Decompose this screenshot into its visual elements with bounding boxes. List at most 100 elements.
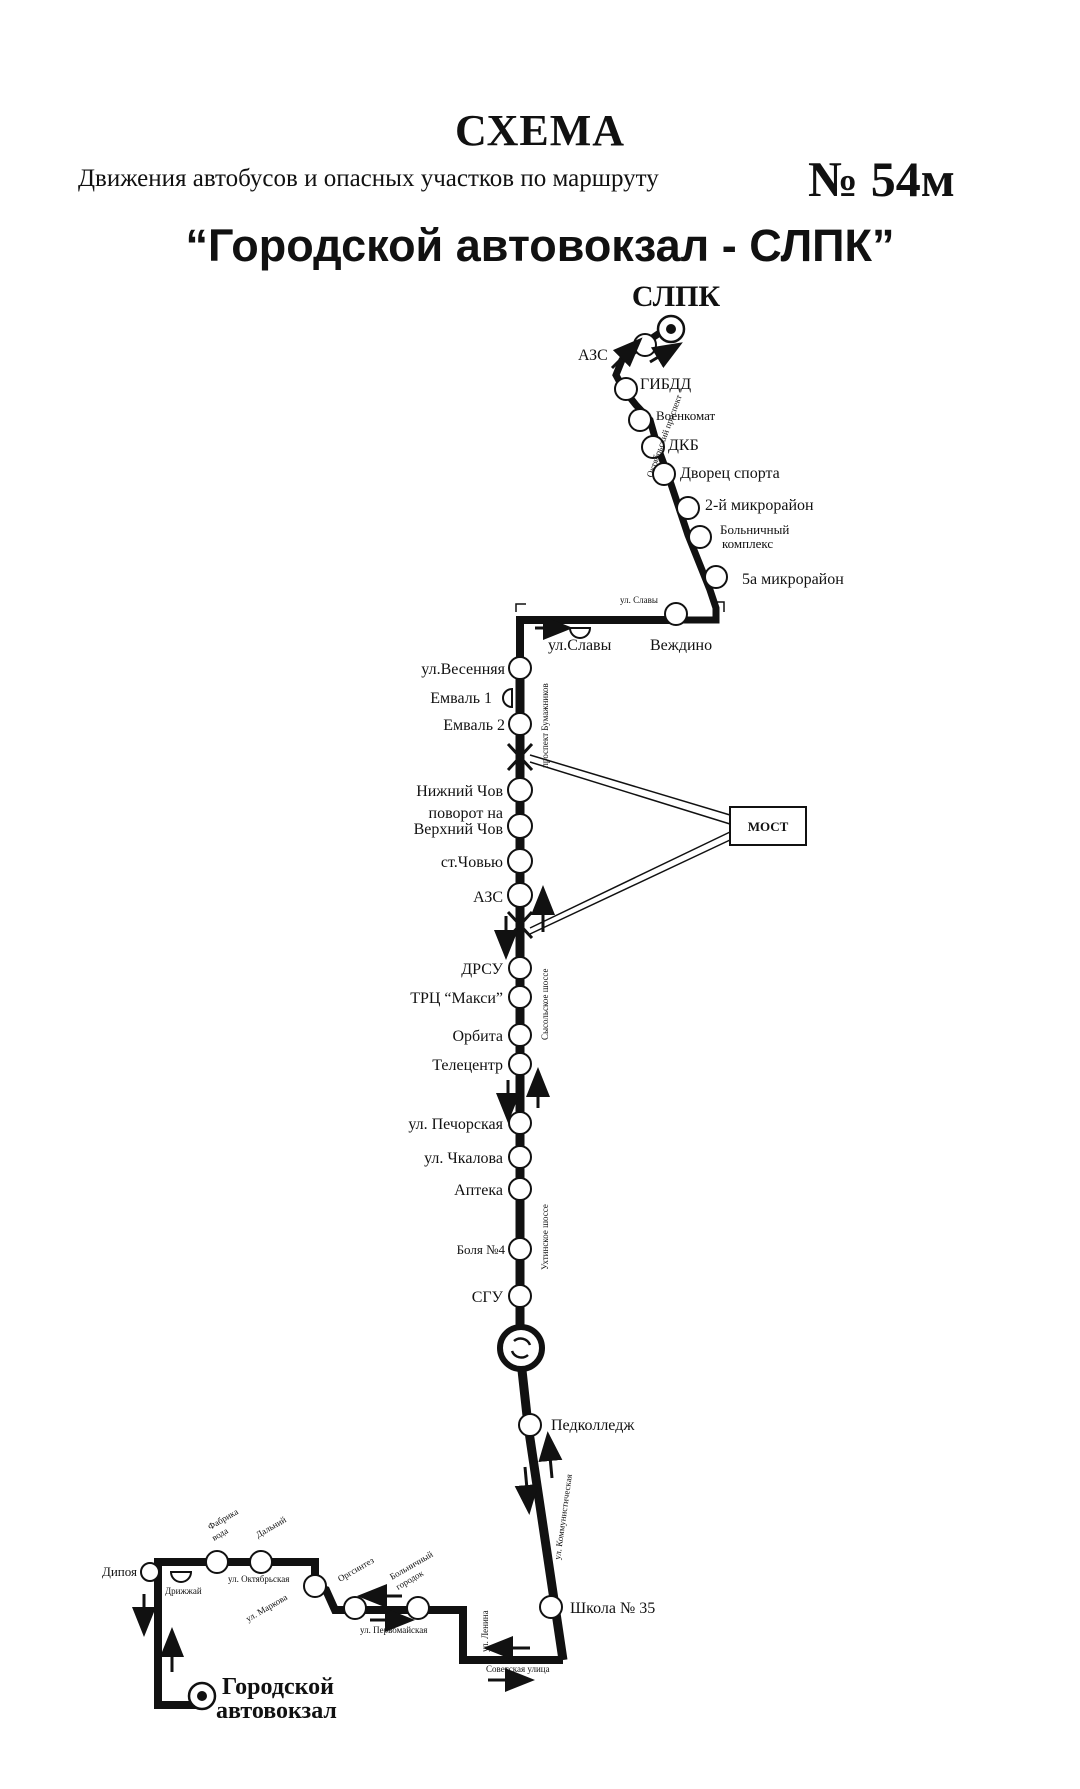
road-label-bumazhnikov: проспект Бумажников bbox=[540, 683, 550, 768]
bridge-callout-lines bbox=[529, 754, 731, 935]
stop-marker-orbita bbox=[508, 1023, 532, 1047]
stop-marker-mikro5a bbox=[704, 565, 728, 589]
stop-label-boln4: Боля №4 bbox=[457, 1242, 506, 1257]
map-header: СХЕМА Движения автобусов и опасных участ… bbox=[0, 0, 1080, 300]
stop-label-dalniy: Дальний bbox=[254, 1514, 288, 1539]
stop-marker-st-chovyu bbox=[507, 848, 533, 874]
stop-label-mikro5a: 5а микрорайон bbox=[742, 571, 844, 588]
stop-label-nizhny-chov: Нижний Чов bbox=[416, 783, 503, 800]
turn-markers bbox=[515, 601, 725, 612]
stop-label-chkalova: ул. Чкалова bbox=[424, 1150, 503, 1167]
stop-label-pedkolledzh: Педколледж bbox=[551, 1417, 635, 1434]
stop-label-markova: ул. Маркова bbox=[244, 1592, 289, 1624]
stop-label-trc-maxi: ТРЦ “Макси” bbox=[410, 990, 503, 1007]
stop-label-bolnichny-1: Больничный bbox=[720, 522, 789, 537]
road-label-ul-slavy: ул. Славы bbox=[620, 595, 658, 605]
stop-label-emval2: Емваль 2 bbox=[443, 717, 505, 734]
stop-marker-trc-maxi bbox=[508, 985, 532, 1009]
road-label-lenina: ул. Ленина bbox=[480, 1610, 490, 1652]
bridge-label: МОСТ bbox=[748, 819, 789, 834]
terminal-marker-north bbox=[656, 314, 686, 344]
stop-marker-gibdd bbox=[614, 377, 638, 401]
route-number: № 54м bbox=[808, 151, 955, 207]
stop-marker-pedkolledzh bbox=[518, 1413, 542, 1437]
stop-label-vesennyaya: ул.Весенняя bbox=[421, 661, 505, 678]
stop-marker-dalniy bbox=[249, 1550, 273, 1574]
stop-marker-markova bbox=[303, 1574, 327, 1598]
stop-label-orgsintez: Оргсинтез bbox=[336, 1555, 376, 1584]
road-label-ul-oktyabrskaya: ул. Октябрьская bbox=[228, 1574, 289, 1584]
stop-marker-mikro2 bbox=[676, 496, 700, 520]
stop-marker-drizhzhay bbox=[169, 1571, 193, 1583]
stop-label-dvorets-sporta: Дворец спорта bbox=[680, 465, 780, 482]
stop-marker-dipoya bbox=[140, 1562, 160, 1582]
stop-label-sgu: СГУ bbox=[472, 1289, 504, 1306]
stop-marker-dkb bbox=[641, 435, 665, 459]
stop-label-dkb: ДКБ bbox=[668, 437, 699, 454]
stop-marker-emval2 bbox=[508, 712, 532, 736]
stop-marker-azs-top bbox=[633, 333, 657, 357]
map-subtitle: Движения автобусов и опасных участков по… bbox=[78, 165, 659, 192]
stop-marker-bolnichny bbox=[688, 525, 712, 549]
stop-marker-emval1 bbox=[502, 687, 513, 709]
stop-marker-orgsintez bbox=[343, 1596, 367, 1620]
road-label-sovetskaya: Советская улица bbox=[486, 1664, 550, 1674]
road-label-kommunisticheskaya: ул. Коммунистическая bbox=[552, 1473, 574, 1560]
stop-label-vezhdino: Веждино bbox=[650, 637, 712, 654]
arrow-descent-up bbox=[538, 1431, 563, 1479]
stop-marker-fabrika bbox=[205, 1550, 229, 1574]
stop-label-telecentr: Телецентр bbox=[432, 1057, 503, 1074]
stop-label-voenkomat: Военкомат bbox=[656, 408, 716, 423]
stop-label-dipoya: Дипоя bbox=[102, 1564, 137, 1579]
stop-marker-vezhdino bbox=[664, 602, 688, 626]
stop-label-shkola35: Школа № 35 bbox=[570, 1600, 655, 1617]
arrow-descent-down bbox=[514, 1466, 539, 1515]
road-label-ul-pervomayskaya: ул. Первомайская bbox=[360, 1625, 427, 1635]
stop-marker-boln4 bbox=[508, 1237, 532, 1261]
stop-label-st-chovyu: ст.Човью bbox=[441, 854, 503, 871]
stop-label-drsu: ДРСУ bbox=[461, 961, 503, 978]
stop-marker-pechorskaya bbox=[508, 1111, 532, 1135]
stop-marker-azs-mid bbox=[507, 882, 533, 908]
stop-marker-nizhny-chov bbox=[507, 777, 533, 803]
stop-label-ul-slavy: ул.Славы bbox=[548, 637, 612, 654]
stop-marker-chkalova bbox=[508, 1145, 532, 1169]
terminal-marker-south bbox=[187, 1681, 217, 1711]
arrow-north-out bbox=[610, 337, 643, 370]
stop-label-gibdd: ГИБДД bbox=[640, 376, 691, 393]
stop-label-drizhzhay: Дрижжай bbox=[165, 1586, 202, 1596]
direction-arrows bbox=[132, 337, 683, 1692]
stop-marker-dvorets-sporta bbox=[652, 462, 676, 486]
road-label-ukhtinskoe: Ухтинское шоссе bbox=[540, 1204, 550, 1270]
stop-marker-vesennyaya bbox=[508, 656, 532, 680]
stop-label-pechorskaya: ул. Печорская bbox=[408, 1116, 503, 1133]
stop-label-azs-mid: АЗС bbox=[473, 889, 503, 906]
stop-label-orbita: Орбита bbox=[452, 1028, 503, 1045]
route-name: “Городской автовокзал - СЛПК” bbox=[185, 220, 895, 271]
terminal-label-south-1: Городской bbox=[222, 1674, 334, 1700]
stop-label-mikro2: 2-й микрорайон bbox=[705, 497, 814, 514]
stop-label-povorot-1: поворот на bbox=[429, 805, 503, 822]
road-label-sysolskoe: Сысольское шоссе bbox=[540, 968, 550, 1040]
stop-marker-voenkomat bbox=[628, 408, 652, 432]
stop-marker-shkola35 bbox=[539, 1595, 563, 1619]
stop-marker-sgu bbox=[508, 1284, 532, 1308]
stop-marker-drsu bbox=[508, 956, 532, 980]
stop-label-povorot-2: Верхний Чов bbox=[414, 821, 504, 838]
stop-marker-telecentr bbox=[508, 1052, 532, 1076]
map-title: СХЕМА bbox=[454, 106, 626, 155]
arrow-north-in bbox=[649, 342, 683, 369]
stop-label-apteka: Аптека bbox=[454, 1182, 503, 1199]
roundabout-icon bbox=[497, 1324, 545, 1372]
stop-marker-apteka bbox=[508, 1177, 532, 1201]
stop-marker-povorot bbox=[507, 813, 533, 839]
bridge-box bbox=[729, 806, 807, 846]
stop-label-emval1: Емваль 1 bbox=[430, 690, 492, 707]
stop-marker-boln-gorodok bbox=[406, 1596, 430, 1620]
stop-markers bbox=[140, 333, 728, 1620]
route-line bbox=[154, 329, 720, 1709]
stop-label-bolnichny-2: комплекс bbox=[722, 536, 773, 551]
terminal-label-north: СЛПК bbox=[632, 280, 721, 313]
terminal-label-south-2: автовокзал bbox=[216, 1698, 337, 1724]
